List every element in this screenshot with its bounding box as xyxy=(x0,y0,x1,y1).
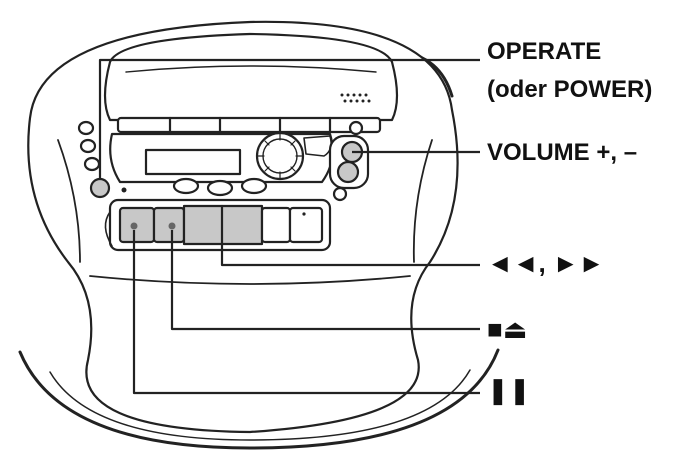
cd-control-button[interactable] xyxy=(240,177,268,195)
side-button[interactable] xyxy=(77,120,95,136)
side-button[interactable] xyxy=(332,186,348,202)
volume-down-button[interactable] xyxy=(336,160,360,184)
cd-control-button[interactable] xyxy=(206,179,234,197)
play-key[interactable] xyxy=(260,206,292,244)
side-button[interactable] xyxy=(348,120,364,136)
operate-alt-label: (oder POWER) xyxy=(487,76,653,103)
operate-label: OPERATE xyxy=(487,38,602,65)
stop-eject-label: ■⏏ xyxy=(487,314,528,344)
record-key[interactable] xyxy=(288,206,324,244)
side-button[interactable] xyxy=(79,138,97,154)
volume-label: VOLUME +, – xyxy=(487,139,638,166)
callout-lines xyxy=(98,58,480,395)
ff-rew-label: ◄◄, ►► xyxy=(487,248,605,278)
pause-label: ❚❚ xyxy=(487,375,531,405)
cd-button-strip xyxy=(116,116,382,134)
body-seam xyxy=(89,275,411,285)
side-button[interactable] xyxy=(83,156,101,172)
cd-control-button[interactable] xyxy=(172,177,200,195)
speaker-grille xyxy=(340,93,371,103)
cd-lid xyxy=(103,32,399,122)
base xyxy=(18,348,500,450)
operate-button[interactable] xyxy=(89,177,111,199)
lcd-display xyxy=(144,148,242,176)
